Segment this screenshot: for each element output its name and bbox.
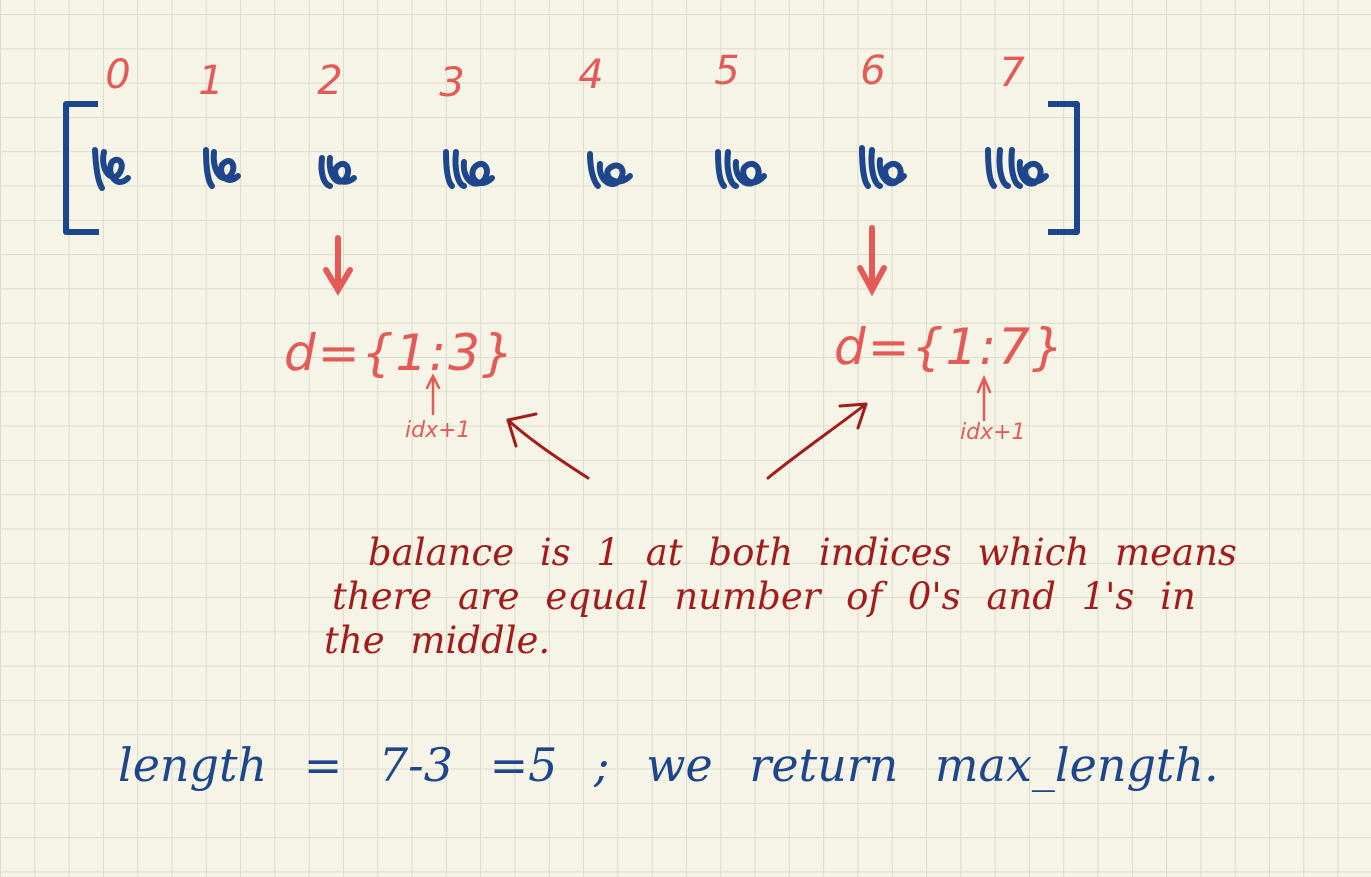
array-element-scribble (985, 147, 1049, 189)
right-dict-note: idx+1 (960, 420, 1026, 445)
index-label: 5 (714, 48, 740, 94)
index-label: 7 (999, 50, 1025, 96)
explanation-line-1: balance is 1 at both indices which means (368, 531, 1237, 574)
down-arrow-icon (323, 235, 353, 296)
array-element-scribble (92, 147, 131, 191)
right-dict-expression: d={1:7} (834, 318, 1066, 376)
array-element-scribble (587, 151, 633, 189)
down-arrow-icon (857, 225, 887, 297)
explanation-line-2: there are equal number of 0's and 1's in (332, 575, 1196, 618)
array-element-scribble (318, 155, 357, 189)
up-arrow-icon (976, 374, 992, 422)
array-element-scribble (203, 147, 241, 189)
right-bracket (1048, 101, 1080, 235)
index-label: 2 (317, 58, 343, 104)
index-label: 0 (105, 52, 131, 98)
left-bracket (63, 101, 99, 235)
index-label: 1 (198, 58, 224, 104)
array-element-scribble (715, 149, 767, 189)
length-formula: length = 7-3 =5 ; we return max_length. (118, 738, 1219, 792)
array-element-scribble (443, 149, 495, 189)
array-element-scribble (859, 145, 907, 189)
index-label: 3 (439, 60, 465, 106)
explanation-line-3: the middle. (324, 619, 551, 662)
pointer-arrow-icon (506, 412, 590, 480)
index-label: 6 (860, 48, 886, 94)
pointer-arrow-icon (766, 402, 868, 480)
left-dict-expression: d={1:3} (284, 324, 516, 382)
left-dict-note: idx+1 (405, 418, 471, 443)
array-elements (92, 145, 1049, 191)
index-label: 4 (578, 52, 604, 98)
